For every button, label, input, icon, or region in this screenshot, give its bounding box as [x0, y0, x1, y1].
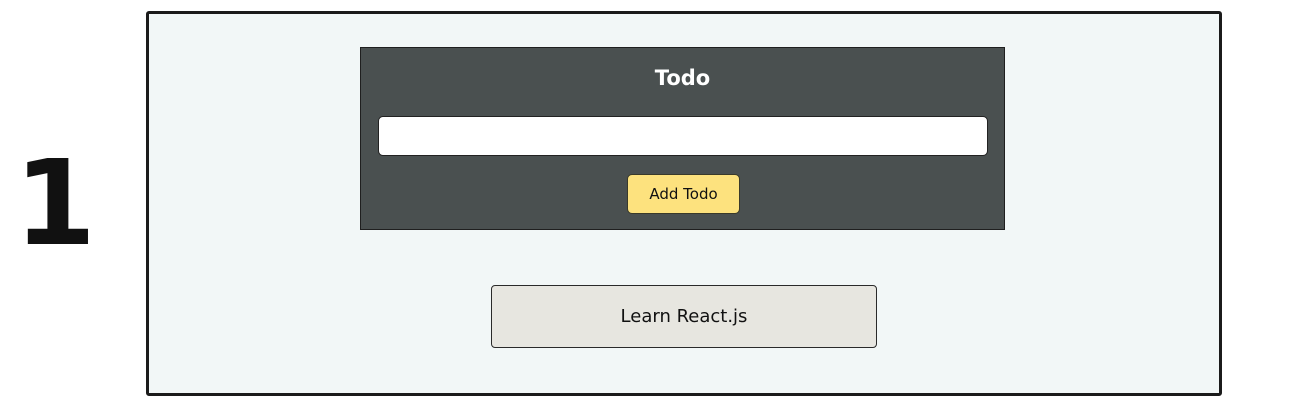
add-todo-button[interactable]: Add Todo [627, 174, 740, 214]
todo-title: Todo [654, 66, 711, 90]
todo-form-panel: Todo Add Todo [360, 47, 1005, 230]
app-frame: Todo Add Todo Learn React.js [146, 11, 1222, 396]
todo-item[interactable]: Learn React.js [491, 285, 877, 348]
todo-input[interactable] [378, 116, 988, 156]
step-number: 1 [14, 134, 96, 272]
